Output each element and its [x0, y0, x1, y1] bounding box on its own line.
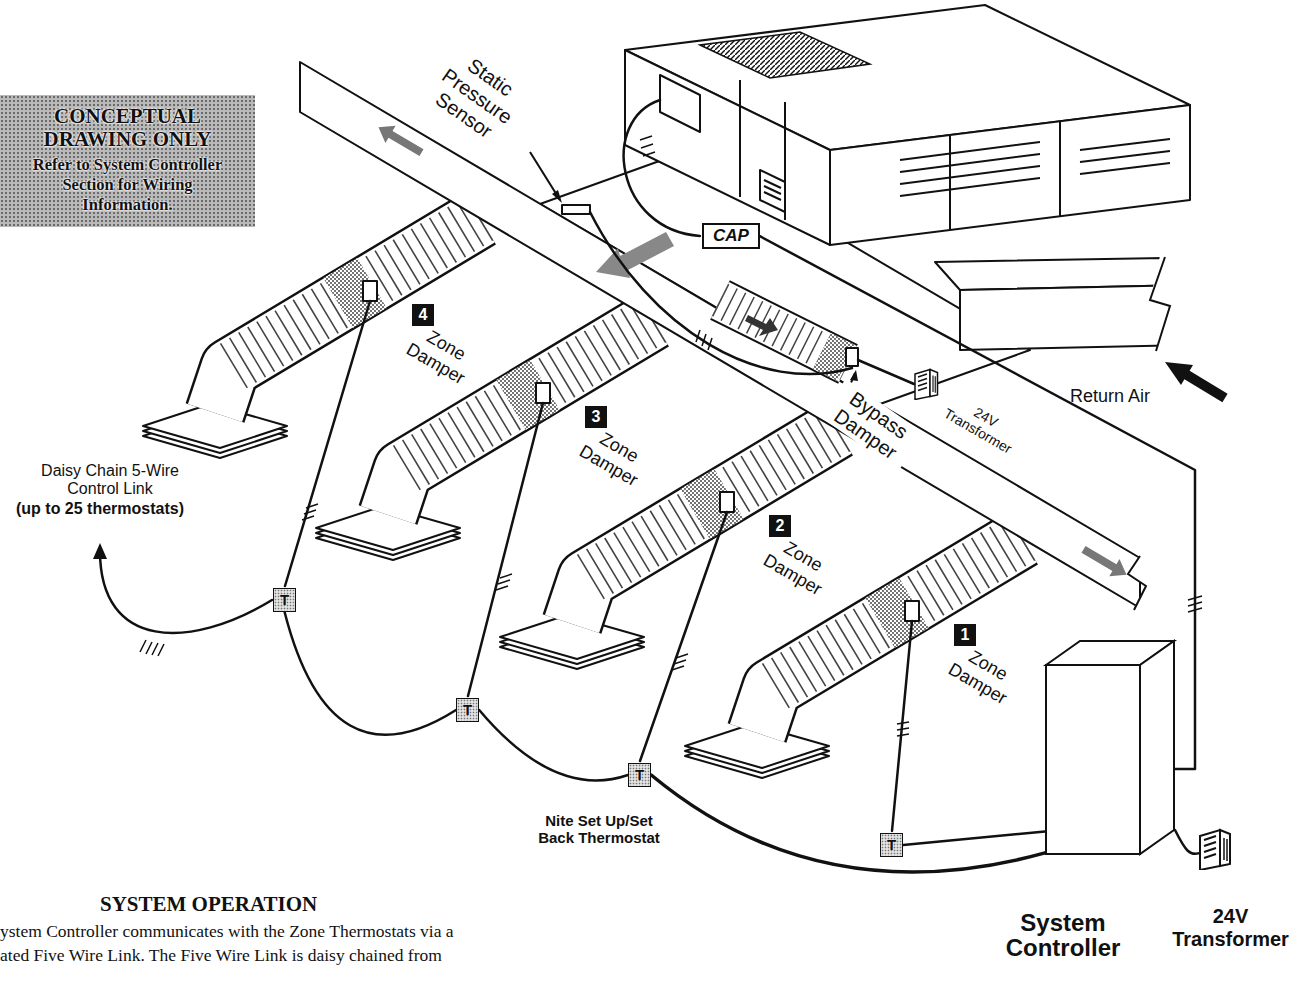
thermostat-letter: T — [280, 591, 289, 609]
control-wire — [285, 612, 456, 735]
control-wire — [903, 831, 1045, 845]
section-heading: SYSTEM OPERATION — [100, 892, 317, 916]
thermostat-letter: T — [887, 836, 896, 854]
zone-damper-label: Zone Damper — [941, 639, 1024, 711]
sensor-label: Static Pressure Sensor — [415, 38, 540, 154]
cap-box: CAP — [702, 223, 760, 249]
transformer-symbol — [915, 370, 938, 400]
bypass-duct — [720, 300, 858, 366]
body-text: ystem Controller communicates with the Z… — [0, 921, 454, 941]
airflow-arrow — [596, 232, 674, 278]
note-heading: CONCEPTUAL DRAWING ONLY — [35, 105, 220, 151]
note-box: CONCEPTUAL DRAWING ONLYRefer to System C… — [0, 95, 255, 227]
device-label: CAP — [713, 226, 749, 246]
air-handler-unit — [625, 5, 1190, 245]
callout-number: 4 — [412, 304, 434, 326]
thermostat: T — [273, 588, 296, 612]
zone-damper-label: Zone Damper — [756, 530, 839, 602]
zone-damper-label: Zone Damper — [572, 421, 655, 493]
control-wire — [651, 775, 1045, 872]
pressure-sensor — [562, 205, 590, 214]
callout-number: 1 — [954, 624, 976, 646]
transformer-label: 24V Transformer — [1168, 905, 1293, 951]
system-controller: System Controller — [1045, 640, 1175, 855]
return-duct — [935, 256, 1228, 402]
thermostat: T — [456, 698, 479, 722]
leader-arrowhead — [552, 190, 562, 203]
thermostat-letter: T — [635, 766, 644, 784]
damper-actuator — [363, 281, 919, 621]
note-body: Refer to System Controller Section for W… — [30, 155, 226, 214]
controller-label: System Controller — [993, 910, 1133, 960]
thermostat: T — [880, 833, 903, 857]
callout-number: 3 — [585, 406, 607, 428]
controller-cabinet — [1045, 640, 1175, 855]
daisy-chain-note: (up to 25 thermostats) — [16, 500, 184, 518]
wire-hatch — [140, 136, 1202, 736]
zone-damper-label: Zone Damper — [399, 319, 482, 391]
thermostat-letter: T — [463, 701, 472, 719]
control-wire — [93, 100, 1202, 854]
transformer-symbol — [1200, 830, 1230, 870]
bypass-damper-label: Bypass Damper — [819, 379, 924, 472]
control-wire — [479, 710, 628, 780]
thermostat: T — [628, 763, 651, 787]
daisy-chain-label: Daisy Chain 5-Wire Control Link — [25, 462, 195, 499]
thermostat-note: Nite Set Up/Set Back Thermostat — [535, 812, 663, 847]
transformer-label: 24V Transformer — [934, 387, 1030, 461]
body-text: ated Five Wire Link. The Five Wire Link … — [0, 945, 442, 965]
callout-number: 2 — [769, 515, 791, 537]
return-air-label: Return Air — [1070, 386, 1150, 407]
